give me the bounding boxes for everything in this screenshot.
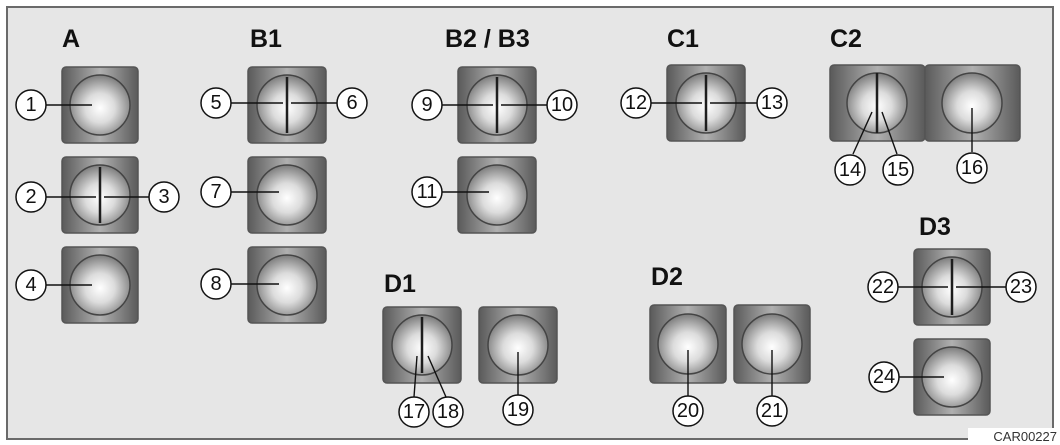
callout-number: 18 (437, 401, 459, 423)
bulb-sockets (61, 64, 1021, 416)
group-label-a: A (62, 25, 80, 53)
socket-d3-top (913, 248, 991, 326)
socket-b1-top (247, 66, 327, 144)
socket-a-middle (61, 156, 139, 234)
callout-number: 20 (677, 400, 699, 422)
callout-number: 24 (873, 366, 895, 388)
callout-number: 8 (210, 273, 221, 295)
callout-number: 9 (421, 94, 432, 116)
callout-number: 12 (625, 92, 647, 114)
socket-c1 (666, 64, 746, 142)
number-callouts (15, 87, 1037, 428)
leader-lines (46, 102, 1006, 423)
socket-a-top (61, 66, 139, 144)
callout-number: 5 (210, 92, 221, 114)
callout-number: 13 (761, 92, 783, 114)
callout-number: 16 (961, 157, 983, 179)
group-label-c2: C2 (830, 25, 862, 53)
group-label-d1: D1 (384, 270, 416, 298)
drawing-code: CAR00227 (993, 429, 1057, 444)
socket-d1-left (382, 306, 462, 384)
callout-number: 21 (761, 400, 783, 422)
callout-number: 6 (346, 92, 357, 114)
callout-number: 1 (25, 94, 36, 116)
callout-number: 10 (551, 94, 573, 116)
group-label-c1: C1 (667, 25, 699, 53)
socket-d1-right (478, 306, 558, 384)
callout-number: 4 (25, 274, 36, 296)
socket-b1-bottom (247, 246, 327, 324)
socket-d2-right (733, 304, 811, 384)
drawing-code-background (968, 428, 1060, 445)
callout-number: 3 (158, 186, 169, 208)
callout-number: 14 (839, 159, 861, 181)
socket-d2-left (649, 304, 727, 384)
callout-number: 23 (1010, 276, 1032, 298)
socket-c2-left (829, 64, 926, 142)
socket-b2-b3-top (457, 66, 537, 144)
callout-number: 22 (872, 276, 894, 298)
callout-number: 15 (887, 159, 909, 181)
callout-number: 2 (25, 186, 36, 208)
socket-b1-middle (247, 156, 327, 234)
callout-number: 11 (417, 181, 438, 203)
callout-number: 17 (403, 401, 425, 423)
socket-b2-b3-bottom (457, 156, 537, 234)
callout-number: 7 (210, 181, 221, 203)
socket-a-bottom (61, 246, 139, 324)
callout-number: 19 (507, 399, 529, 421)
socket-d3-bottom (913, 338, 991, 416)
group-label-d3: D3 (919, 213, 951, 241)
group-label-d2: D2 (651, 263, 683, 291)
group-label-b2-b3: B2 / B3 (445, 25, 530, 53)
group-label-b1: B1 (250, 25, 282, 53)
